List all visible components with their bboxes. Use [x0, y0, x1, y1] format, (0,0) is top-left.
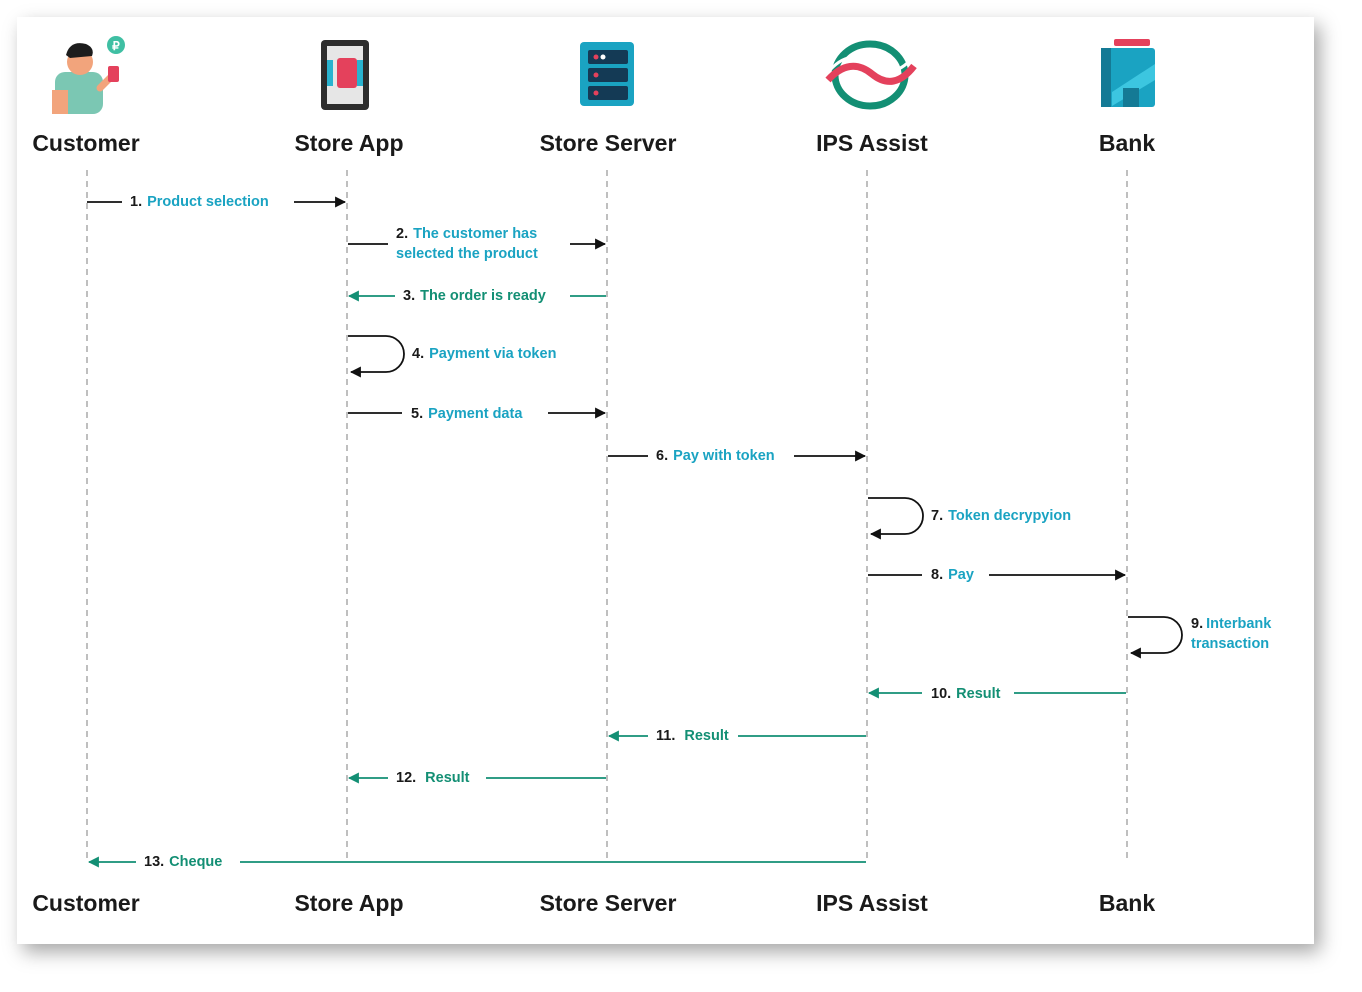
lifelines	[86, 170, 1128, 862]
bank-building-icon	[1101, 39, 1155, 107]
message-4-number: 4.	[412, 346, 424, 362]
message-4-text: 4. Payment via token	[412, 346, 556, 362]
message-12-text: 12. Result	[396, 770, 470, 786]
message-6: 6. Pay with token	[608, 448, 867, 464]
actor-name-customer-bottom: Customer	[32, 890, 139, 916]
message-9: 9.Interbank transaction	[1128, 616, 1272, 659]
message-2-label-line2: selected the product	[396, 246, 538, 262]
message-10-text: 10. Result	[931, 686, 1001, 702]
message-5: 5. Payment data	[348, 406, 607, 422]
message-11-number: 11.	[656, 728, 675, 744]
message-1: 1. Product selection	[87, 194, 347, 210]
message-6-number: 6.	[656, 448, 668, 464]
message-6-text: 6. Pay with token	[656, 448, 775, 464]
message-8-label: Pay	[948, 567, 974, 583]
message-11: 11. Result	[607, 728, 866, 744]
message-7-text: 7. Token decrypyion	[931, 508, 1071, 524]
message-7-loop-arrow	[868, 497, 924, 540]
diagram-card	[17, 17, 1314, 944]
message-1-number: 1.	[130, 194, 142, 210]
message-6-label: Pay with token	[673, 448, 775, 464]
actor-name-customer-top: Customer	[32, 130, 139, 156]
message-5-text: 5. Payment data	[411, 406, 523, 422]
actor-name-bank-bottom: Bank	[1099, 890, 1155, 916]
actor-name-bank-top: Bank	[1099, 130, 1155, 156]
message-10: 10. Result	[867, 686, 1126, 702]
message-4-label: Payment via token	[429, 346, 556, 362]
message-12: 12. Result	[347, 770, 606, 786]
message-11-label: Result	[684, 728, 728, 744]
message-3-label: The order is ready	[420, 288, 546, 304]
message-13: 13. Cheque	[87, 854, 866, 870]
message-3-text: 3. The order is ready	[403, 288, 546, 304]
message-10-number: 10.	[931, 686, 951, 702]
server-icon	[580, 42, 634, 106]
message-9-label-line2: transaction	[1191, 636, 1269, 652]
message-5-number: 5.	[411, 406, 423, 422]
message-2-label-line1: The customer has	[413, 226, 537, 242]
actor-name-store-app-bottom: Store App	[294, 890, 403, 916]
actor-name-ips-assist-top: IPS Assist	[816, 130, 928, 156]
message-5-label: Payment data	[428, 406, 523, 422]
message-12-number: 12.	[396, 770, 416, 786]
customer-icon: ₽	[52, 36, 125, 114]
message-4: 4. Payment via token	[348, 335, 556, 378]
smartphone-icon	[321, 40, 369, 110]
message-10-label: Result	[956, 686, 1000, 702]
message-1-text: 1. Product selection	[130, 194, 269, 210]
message-3: 3. The order is ready	[347, 288, 606, 304]
message-3-number: 3.	[403, 288, 415, 304]
actor-name-ips-assist-bottom: IPS Assist	[816, 890, 928, 916]
message-12-label: Result	[425, 770, 469, 786]
actor-name-store-app-top: Store App	[294, 130, 403, 156]
message-2-text-line1: 2. The customer has	[396, 226, 537, 242]
message-13-number: 13.	[144, 854, 164, 870]
message-9-loop-arrow	[1128, 616, 1183, 659]
actor-name-store-server-top: Store Server	[540, 130, 677, 156]
message-9-number: 9.	[1191, 616, 1203, 632]
svg-text:₽: ₽	[112, 39, 120, 53]
message-2: 2. The customer has selected the product	[348, 226, 607, 262]
message-13-label: Cheque	[169, 854, 222, 870]
message-9-label-line1: Interbank	[1206, 616, 1272, 632]
message-2-number: 2.	[396, 226, 408, 242]
message-4-loop-arrow	[348, 335, 405, 378]
message-9-text-line1: 9.Interbank	[1191, 616, 1272, 632]
message-8-number: 8.	[931, 567, 943, 583]
message-7-number: 7.	[931, 508, 943, 524]
message-7: 7. Token decrypyion	[868, 497, 1071, 540]
message-8: 8. Pay	[868, 567, 1127, 583]
message-8-text: 8. Pay	[931, 567, 974, 583]
message-11-text: 11. Result	[656, 728, 729, 744]
ips-assist-logo-icon	[825, 40, 917, 110]
message-1-label: Product selection	[147, 194, 269, 210]
message-7-label: Token decrypyion	[948, 508, 1071, 524]
message-13-text: 13. Cheque	[144, 854, 222, 870]
actor-name-store-server-bottom: Store Server	[540, 890, 677, 916]
